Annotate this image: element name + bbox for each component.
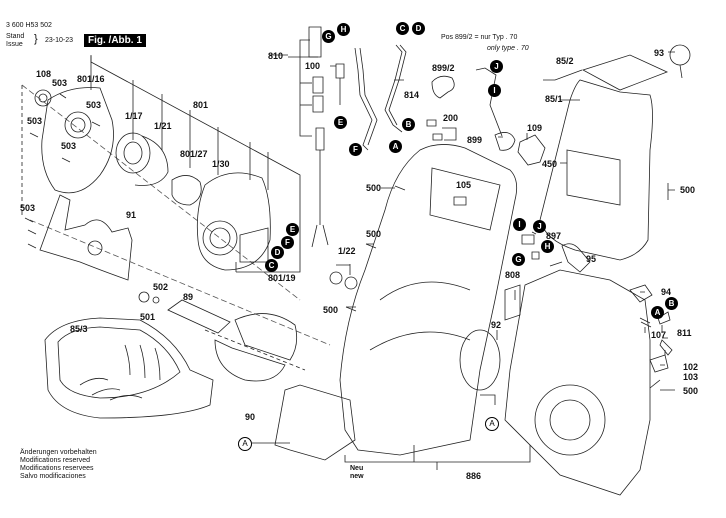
figure-title: Fig. /Abb. 1 (84, 34, 146, 47)
part-label-503[interactable]: 503 (86, 100, 102, 110)
disclaimer-de: Änderungen vorbehalten (20, 449, 97, 456)
part-label-94[interactable]: 94 (661, 287, 672, 297)
part-label-801-19[interactable]: 801/19 (268, 273, 296, 283)
part-label-102[interactable]: 102 (683, 362, 699, 372)
part-label-801[interactable]: 801 (193, 100, 209, 110)
part-label-801-27[interactable]: 801/27 (180, 149, 208, 159)
part-label-503[interactable]: 503 (20, 203, 36, 213)
connector-badge-h-switch: H (541, 240, 554, 253)
part-label-109[interactable]: 109 (527, 123, 543, 133)
disclaimer-es: Salvo modificaciones (20, 473, 86, 480)
leader-801-bracket (91, 55, 300, 272)
note-line-2: only type . 70 (487, 45, 529, 52)
connector-badge-j: J (490, 60, 503, 73)
new-label-de: Neu (350, 465, 364, 472)
part-label-897[interactable]: 897 (546, 231, 562, 241)
part-label-500[interactable]: 500 (323, 305, 339, 315)
disclaimer-fr: Modifications reservees (20, 465, 94, 472)
connector-badge-a: A (389, 140, 402, 153)
part-label-500[interactable]: 500 (366, 183, 382, 193)
connector-badge-f: F (349, 143, 362, 156)
connector-badge-d-motor: D (271, 246, 284, 259)
issue-label: Issue (6, 41, 23, 48)
part-label-500[interactable]: 500 (366, 229, 382, 239)
part-label-90[interactable]: 90 (245, 412, 256, 422)
stand-label: Stand (6, 33, 25, 40)
issue-date: 23-10-23 (45, 37, 74, 44)
connector-badge-g: G (322, 30, 335, 43)
connector-badge-i-switch: I (513, 218, 526, 231)
part-label-899[interactable]: 899 (467, 135, 483, 145)
part-label-899-2[interactable]: 899/2 (432, 63, 455, 73)
part-label-105[interactable]: 105 (456, 180, 472, 190)
part-label-1-30[interactable]: 1/30 (212, 159, 230, 169)
part-label-103[interactable]: 103 (683, 372, 699, 382)
part-label-108[interactable]: 108 (36, 69, 52, 79)
part-label-808[interactable]: 808 (505, 270, 521, 280)
part-label-100[interactable]: 100 (305, 61, 321, 71)
part-label-85-2[interactable]: 85/2 (556, 56, 574, 66)
connector-badge-c: C (396, 22, 409, 35)
part-label-500[interactable]: 500 (683, 386, 699, 396)
part-label-503[interactable]: 503 (52, 78, 68, 88)
connector-badge-c-motor: C (265, 259, 278, 272)
part-label-1-17[interactable]: 1/17 (125, 111, 143, 121)
connector-badge-b-right: B (665, 297, 678, 310)
part-label-502[interactable]: 502 (153, 282, 169, 292)
part-label-886[interactable]: 886 (466, 471, 482, 481)
part-label-810[interactable]: 810 (268, 51, 284, 61)
note-line-1: Pos 899/2 = nur Typ . 70 (441, 34, 518, 41)
part-label-85-3[interactable]: 85/3 (70, 324, 88, 334)
part-number: 3 600 H53 502 (6, 22, 52, 29)
part-label-95[interactable]: 95 (586, 254, 597, 264)
connector-badge-d: D (412, 22, 425, 35)
part-label-1-22[interactable]: 1/22 (338, 246, 356, 256)
connector-badge-i: I (488, 84, 501, 97)
part-label-107[interactable]: 107 (651, 330, 667, 340)
part-label-503[interactable]: 503 (61, 141, 77, 151)
connector-badge-h: H (337, 23, 350, 36)
disclaimer-en: Modifications reserved (20, 457, 91, 464)
connector-outline-a-chute: A (238, 437, 252, 451)
connector-badge-j-switch: J (533, 220, 546, 233)
connector-badge-b: B (402, 118, 415, 131)
part-label-91[interactable]: 91 (126, 210, 137, 220)
part-label-501[interactable]: 501 (140, 312, 156, 322)
part-label-200[interactable]: 200 (443, 113, 459, 123)
part-label-814[interactable]: 814 (404, 90, 420, 100)
connector-badge-e: E (334, 116, 347, 129)
connector-badge-a-right: A (651, 306, 664, 319)
new-label-en: new (350, 473, 364, 480)
part-label-89[interactable]: 89 (183, 292, 194, 302)
connector-badge-f-motor: F (281, 236, 294, 249)
bracket-glyph: } (34, 33, 38, 45)
connector-outline-a-housing: A (485, 417, 499, 431)
connector-badge-g-switch: G (512, 253, 525, 266)
part-label-92[interactable]: 92 (491, 320, 502, 330)
connector-badge-e-motor: E (286, 223, 299, 236)
part-label-450[interactable]: 450 (542, 159, 558, 169)
part-label-801-16[interactable]: 801/16 (77, 74, 105, 84)
part-label-503[interactable]: 503 (27, 116, 43, 126)
part-label-500[interactable]: 500 (680, 185, 696, 195)
part-label-85-1[interactable]: 85/1 (545, 94, 563, 104)
part-label-1-21[interactable]: 1/21 (154, 121, 172, 131)
part-label-811[interactable]: 811 (677, 328, 692, 338)
part-label-93[interactable]: 93 (654, 48, 665, 58)
